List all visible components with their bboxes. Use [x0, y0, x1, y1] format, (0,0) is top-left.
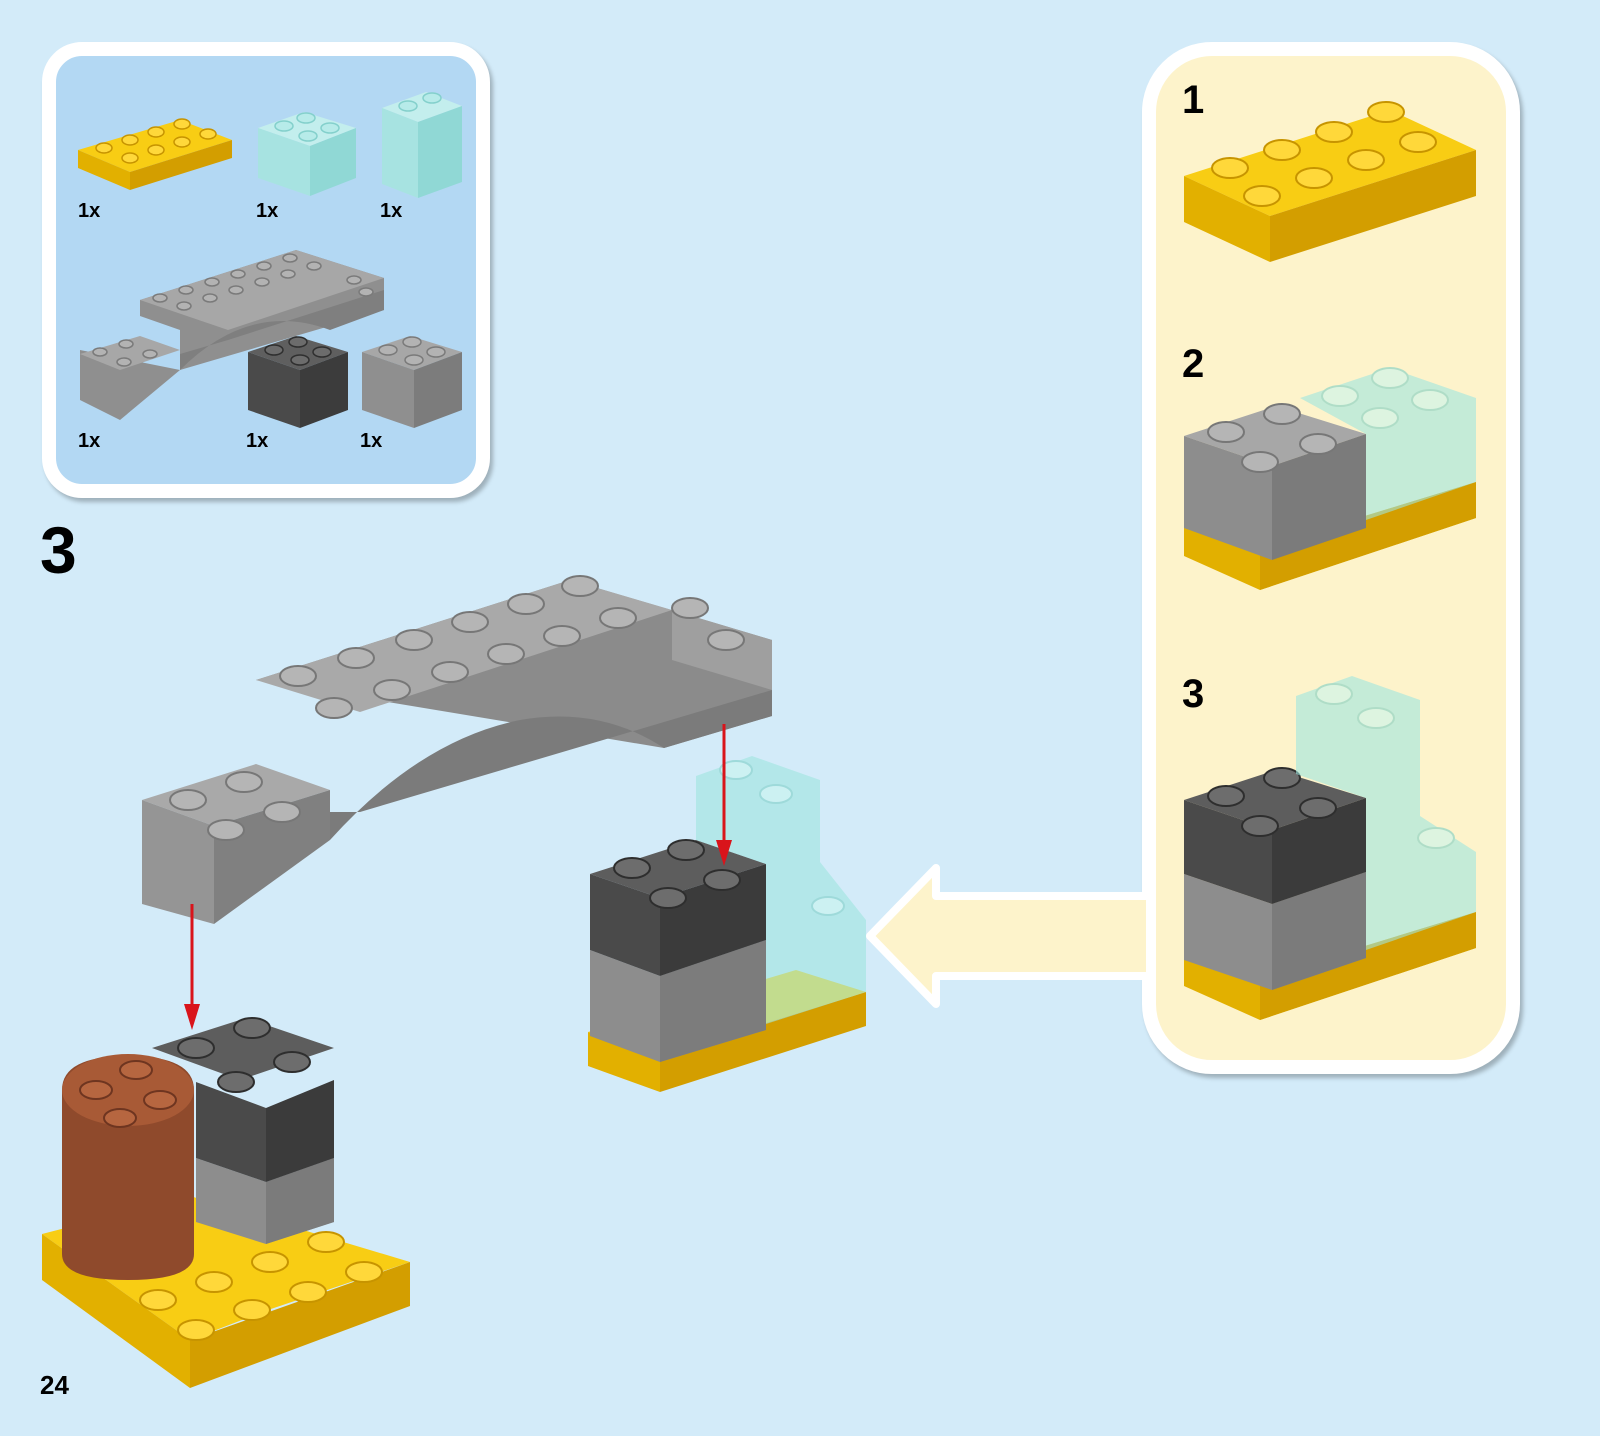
transparent-brick-part-icon: [258, 112, 356, 196]
middle-assembly: [588, 756, 866, 1092]
substep-2-illustration: [1184, 368, 1476, 590]
base-assembly: [42, 1018, 410, 1388]
substep-3-illustration: [1184, 676, 1476, 1020]
placement-arrow: [184, 904, 200, 1030]
grey-brick-part-icon: [362, 336, 462, 428]
transparent-tall-brick-part-icon: [382, 92, 462, 198]
yellow-plate-part-icon: [78, 119, 232, 190]
substep-1-illustration: [1184, 102, 1476, 262]
substep-direction-arrow: [870, 868, 1150, 1004]
dark-grey-brick-part-icon: [248, 336, 348, 428]
